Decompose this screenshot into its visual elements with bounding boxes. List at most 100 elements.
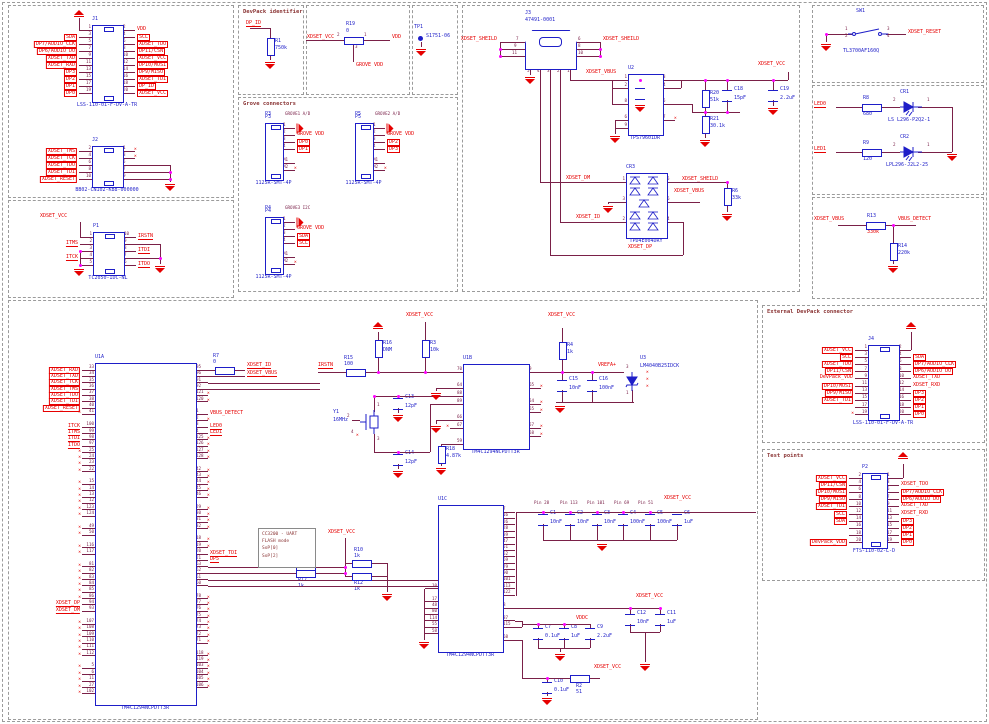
led-icon[interactable] (900, 100, 922, 116)
switch-icon[interactable] (848, 28, 888, 40)
capacitor-C11[interactable] (655, 614, 665, 626)
capacitor-C9[interactable] (585, 628, 595, 640)
zener-icon[interactable] (624, 372, 640, 392)
ground-icon[interactable] (525, 75, 535, 84)
capacitor-C7[interactable] (533, 628, 543, 640)
ground-icon[interactable] (640, 662, 650, 671)
resistor-R12[interactable] (352, 573, 372, 581)
ground-icon[interactable] (906, 322, 916, 331)
testpoint-icon[interactable] (418, 36, 423, 41)
resistor-R4[interactable] (559, 342, 567, 360)
component-P1[interactable] (93, 232, 125, 276)
capacitor-C1[interactable] (538, 514, 548, 526)
capacitor-C17[interactable] (635, 88, 645, 100)
pin-wire (82, 687, 95, 688)
no-connect-icon: ✕ (78, 626, 81, 632)
resistor-R21[interactable] (702, 116, 710, 134)
component-P2[interactable] (862, 473, 888, 549)
resistor-R6[interactable] (724, 188, 732, 206)
ground-icon[interactable] (295, 217, 304, 228)
component-U1C[interactable] (438, 505, 504, 653)
ground-icon[interactable] (436, 466, 446, 475)
resistor-R17[interactable] (296, 570, 316, 578)
capacitor-C4[interactable] (618, 514, 628, 526)
ground-icon[interactable] (768, 106, 778, 115)
capacitor-C6[interactable] (672, 514, 682, 526)
ground-icon[interactable] (888, 264, 898, 273)
ground-icon[interactable] (165, 182, 175, 191)
resistor-R2[interactable] (570, 675, 590, 683)
ground-icon[interactable] (603, 204, 613, 213)
capacitor-C15[interactable] (557, 380, 567, 392)
ground-icon[interactable] (393, 413, 403, 422)
capacitor-C18[interactable] (722, 90, 732, 102)
ground-icon[interactable] (555, 404, 565, 413)
component-U2[interactable] (628, 74, 664, 136)
capacitor-C13[interactable] (393, 398, 403, 410)
ground-icon[interactable] (265, 60, 275, 69)
ground-icon[interactable] (382, 592, 392, 601)
ground-icon[interactable] (74, 267, 84, 276)
component-J4[interactable] (868, 345, 900, 421)
ground-icon[interactable] (155, 264, 165, 273)
resistor-R3[interactable] (422, 340, 430, 358)
led-icon[interactable] (900, 145, 922, 161)
resistor-R1[interactable] (267, 38, 275, 56)
component-P4[interactable] (265, 217, 284, 275)
ground-icon[interactable] (373, 322, 383, 331)
resistor-R14[interactable] (890, 243, 898, 261)
pin-number: 88 (456, 390, 462, 395)
pin-number: 110 (86, 637, 94, 643)
capacitor-C2[interactable] (565, 514, 575, 526)
capacitor-C3[interactable] (592, 514, 602, 526)
resistor-R19[interactable] (344, 37, 364, 45)
resistor-R16[interactable] (375, 340, 383, 358)
ground-icon[interactable] (431, 424, 441, 433)
component-J2[interactable] (92, 146, 124, 188)
component-U1A[interactable] (95, 363, 197, 706)
resistor-R18[interactable] (438, 446, 446, 464)
pin-wire (79, 50, 92, 52)
capacitor-C16[interactable] (587, 380, 597, 392)
component-J1[interactable] (92, 25, 124, 103)
resistor-R15[interactable] (346, 369, 366, 377)
component-P3[interactable] (265, 123, 284, 181)
resistor-R8[interactable] (862, 104, 882, 112)
ground-icon[interactable] (722, 212, 732, 221)
ground-icon[interactable] (542, 696, 552, 705)
ground-icon[interactable] (295, 123, 304, 134)
ground-icon[interactable] (700, 138, 710, 147)
capacitor-C19[interactable] (768, 90, 778, 102)
pin-number: 16 (899, 394, 905, 400)
capacitor-C5[interactable] (645, 514, 655, 526)
resistor-R20[interactable] (702, 90, 710, 108)
ground-icon[interactable] (416, 47, 426, 56)
ground-icon[interactable] (393, 469, 403, 478)
ground-icon[interactable] (431, 391, 441, 400)
net-label: DP6/AUDIO DO (901, 496, 942, 504)
component-P5[interactable] (355, 123, 374, 181)
capacitor-C12[interactable] (625, 614, 635, 626)
ground-icon[interactable] (821, 42, 831, 51)
part-label: TM4C1294NCPDTT3R (471, 449, 520, 455)
resistor-R10[interactable] (352, 560, 372, 568)
ground-icon[interactable] (555, 652, 565, 661)
resistor-R7[interactable] (215, 367, 235, 375)
capacitor-C8[interactable] (559, 628, 569, 640)
ground-icon[interactable] (635, 103, 645, 112)
resistor-R9[interactable] (862, 149, 882, 157)
capacitor-C14[interactable] (393, 454, 403, 466)
ground-icon[interactable] (898, 452, 908, 461)
ground-icon[interactable] (385, 123, 394, 134)
component-U1B[interactable] (463, 364, 530, 450)
resistor-R13[interactable] (866, 222, 886, 230)
usb-connector-icon[interactable] (525, 30, 577, 70)
ground-icon[interactable] (419, 640, 429, 649)
ground-icon[interactable] (597, 542, 607, 551)
connector-notch (270, 174, 281, 179)
crystal-icon[interactable] (358, 410, 382, 434)
ground-icon[interactable] (947, 152, 957, 161)
capacitor-C10[interactable] (542, 682, 552, 694)
ground-icon[interactable] (610, 134, 620, 143)
ground-icon[interactable] (74, 10, 84, 19)
